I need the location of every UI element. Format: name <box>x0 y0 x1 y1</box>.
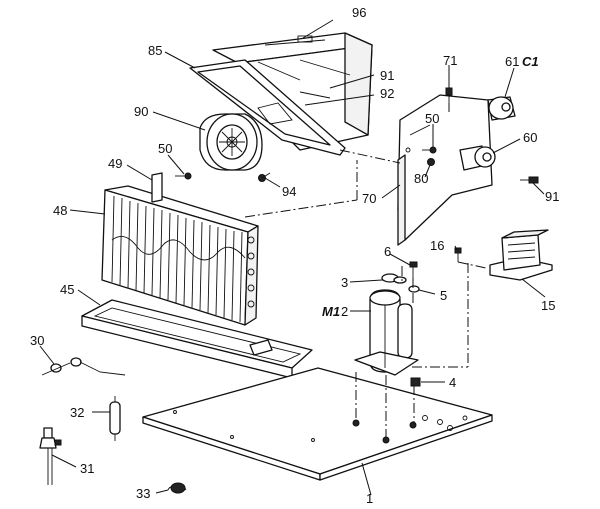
service-valve <box>39 427 62 485</box>
callout-45: 45 <box>60 282 74 297</box>
callout-labels: 96 85 91 92 71 61 C1 90 50 60 49 50 80 9… <box>30 5 559 506</box>
callout-33: 33 <box>136 486 150 501</box>
spring-fastener <box>167 482 187 494</box>
callout-48: 48 <box>53 203 67 218</box>
grommet-3 <box>381 273 407 284</box>
callout-80: 80 <box>414 171 428 186</box>
blower-wheel <box>199 113 263 171</box>
callout-6: 6 <box>384 244 391 259</box>
screw-16 <box>454 247 462 262</box>
callout-90: 90 <box>134 104 148 119</box>
callout-92: 92 <box>380 86 394 101</box>
drain-pan <box>81 299 313 379</box>
screw-91 <box>520 176 539 184</box>
transformer <box>489 229 553 281</box>
callout-94: 94 <box>282 184 296 199</box>
valve-30 <box>41 357 126 376</box>
callout-16: 16 <box>430 238 444 253</box>
leader-lines <box>39 19 546 496</box>
callout-96: 96 <box>352 5 366 20</box>
fan-housing-box <box>212 32 373 151</box>
callout-4: 4 <box>449 375 456 390</box>
callout-50-left: 50 <box>158 141 172 156</box>
callout-5: 5 <box>440 288 447 303</box>
control-panel-plate <box>397 94 493 246</box>
capacitor-60 <box>459 145 496 171</box>
filter-drier <box>109 396 121 441</box>
callout-91-top: 91 <box>380 68 394 83</box>
callout-61-c1: C1 <box>522 54 539 69</box>
fitting-4 <box>410 377 421 387</box>
callout-85: 85 <box>148 43 162 58</box>
callout-49: 49 <box>108 156 122 171</box>
callout-60: 60 <box>523 130 537 145</box>
assembly-lines <box>244 103 487 437</box>
mounting-frame <box>189 59 346 156</box>
callout-m1: M1 <box>322 304 340 319</box>
callout-1: 1 <box>366 491 373 506</box>
coil-bracket <box>151 172 163 203</box>
nut-80 <box>427 158 435 166</box>
base-plate <box>142 367 493 481</box>
callout-70: 70 <box>362 191 376 206</box>
callout-32: 32 <box>70 405 84 420</box>
evaporator-coil <box>101 185 259 326</box>
callout-61: 61 <box>505 54 519 69</box>
screw-50-left <box>175 172 192 180</box>
washer-5 <box>408 285 420 293</box>
capacitor-c1 <box>487 96 516 121</box>
callout-30: 30 <box>30 333 44 348</box>
callout-50-right: 50 <box>425 111 439 126</box>
compressor <box>354 289 419 376</box>
callout-2: 2 <box>341 304 348 319</box>
callout-31: 31 <box>80 461 94 476</box>
bolt-6 <box>409 261 418 278</box>
callout-15: 15 <box>541 298 555 313</box>
callout-3: 3 <box>341 275 348 290</box>
callout-91-right: 91 <box>545 189 559 204</box>
callout-71: 71 <box>443 53 457 68</box>
